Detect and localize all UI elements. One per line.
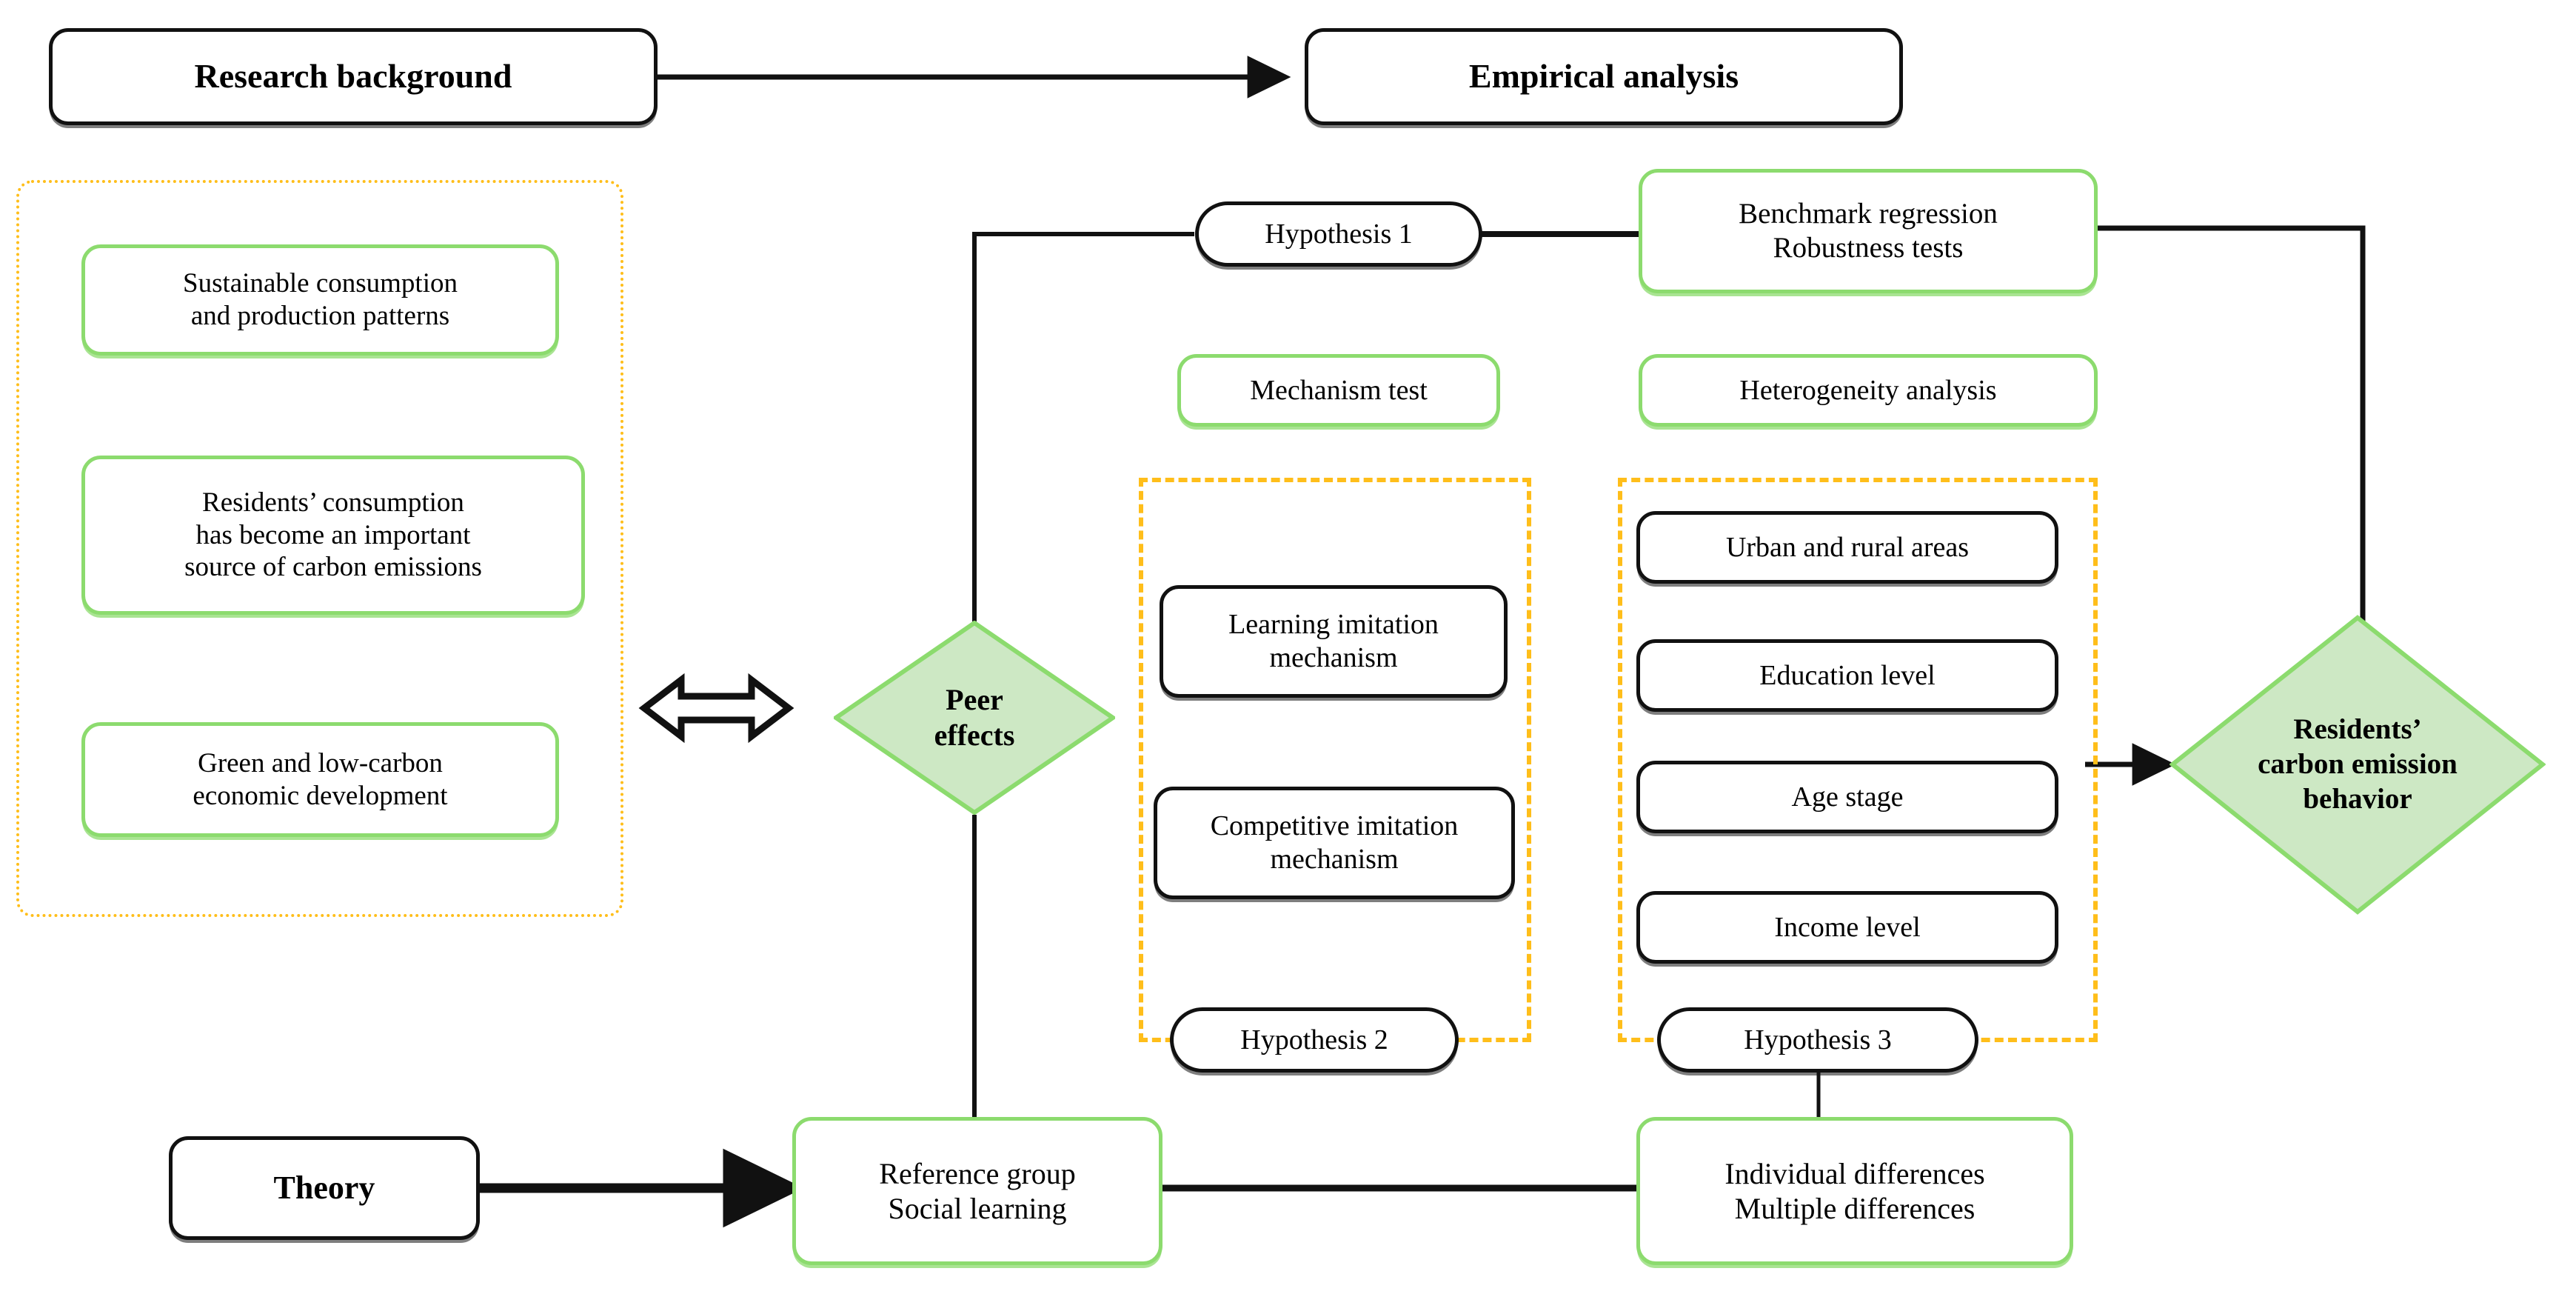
node-empirical-analysis[interactable]: Empirical analysis [1305, 28, 1903, 125]
node-hypothesis-1[interactable]: Hypothesis 1 [1195, 201, 1482, 267]
node-research-background[interactable]: Research background [49, 28, 658, 125]
node-heterogeneity-analysis[interactable]: Heterogeneity analysis [1639, 354, 2098, 427]
node-hypothesis-2-label: Hypothesis 2 [1240, 1024, 1388, 1055]
node-hypothesis-2[interactable]: Hypothesis 2 [1170, 1007, 1459, 1073]
node-income-level[interactable]: Income level [1636, 891, 2058, 964]
node-research-background-label: Research background [194, 57, 512, 96]
mechanism-group-dashed-container [1139, 478, 1531, 1042]
node-education-level-label: Education level [1759, 659, 1936, 691]
outcome-diamond-shape [2169, 615, 2546, 915]
node-urban-and-rural-areas[interactable]: Urban and rural areas [1636, 511, 2058, 584]
node-theory[interactable]: Theory [169, 1136, 480, 1240]
node-empirical-analysis-label: Empirical analysis [1468, 57, 1739, 96]
node-hypothesis-3-label: Hypothesis 3 [1744, 1024, 1892, 1055]
double-headed-arrow [638, 673, 794, 744]
node-age-stage-label: Age stage [1791, 781, 1904, 813]
node-education-level[interactable]: Education level [1636, 639, 2058, 712]
node-income-level-label: Income level [1774, 911, 1921, 943]
node-mechanism-test[interactable]: Mechanism test [1177, 354, 1500, 427]
peer-effects-diamond-shape [832, 620, 1117, 816]
node-hypothesis-1-label: Hypothesis 1 [1265, 218, 1413, 250]
node-urban-and-rural-areas-label: Urban and rural areas [1725, 531, 1970, 563]
node-mechanism-test-label: Mechanism test [1250, 374, 1428, 406]
node-age-stage[interactable]: Age stage [1636, 761, 2058, 833]
node-heterogeneity-analysis-label: Heterogeneity analysis [1739, 374, 1997, 406]
node-hypothesis-3[interactable]: Hypothesis 3 [1657, 1007, 1978, 1073]
node-theory-label: Theory [273, 1170, 375, 1207]
background-group-dashed-container [16, 180, 623, 917]
